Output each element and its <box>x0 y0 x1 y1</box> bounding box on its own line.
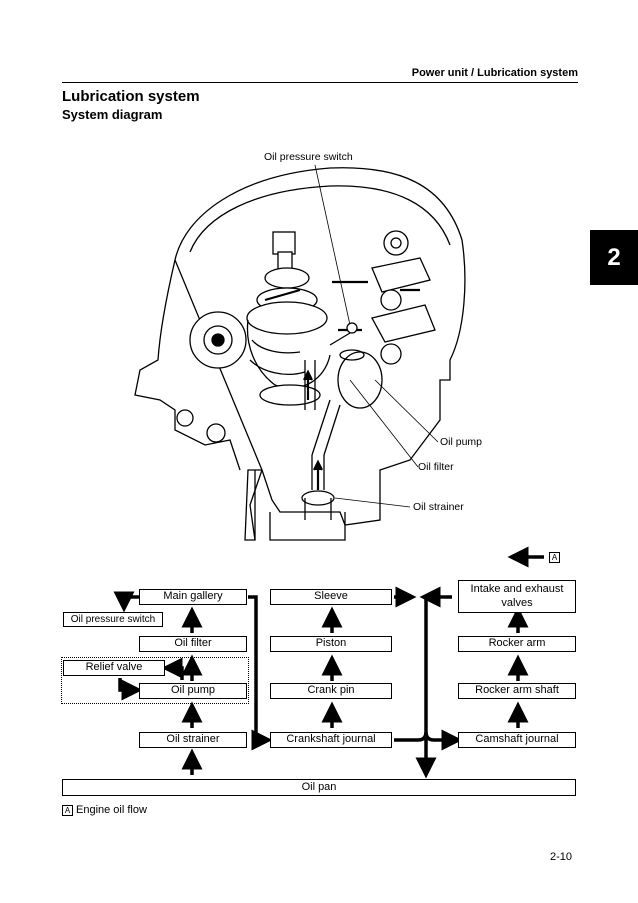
box-oil-strainer: Oil strainer <box>139 732 247 748</box>
box-intake-exhaust-valves: Intake and exhaust valves <box>458 580 576 613</box>
leader-oil-pump <box>374 379 439 443</box>
oil-pump-body <box>337 351 383 409</box>
box-rocker-arm-shaft: Rocker arm shaft <box>458 683 576 699</box>
box-oil-pump: Oil pump <box>139 683 247 699</box>
section-title: Lubrication system <box>62 88 200 105</box>
box-oil-filter: Oil filter <box>139 636 247 652</box>
leader-oil-pressure-switch <box>314 164 351 326</box>
oil-strainer-body <box>301 490 335 506</box>
section-subtitle: System diagram <box>62 107 163 122</box>
box-oil-pan: Oil pan <box>62 779 576 796</box>
footnote-marker: A <box>62 805 73 816</box>
label-oil-filter: Oil filter <box>418 461 454 473</box>
footnote-text: Engine oil flow <box>76 804 147 816</box>
box-main-gallery: Main gallery <box>139 589 247 605</box>
engine-cowling <box>174 167 466 541</box>
box-oil-pressure-switch: Oil pressure switch <box>63 612 163 627</box>
box-camshaft-journal: Camshaft journal <box>458 732 576 748</box>
box-relief-valve: Relief valve <box>63 660 165 676</box>
cam-pulley-top <box>383 230 409 256</box>
page-number: 2-10 <box>550 851 573 863</box>
box-piston: Piston <box>270 636 392 652</box>
label-oil-pressure-switch: Oil pressure switch <box>264 151 353 163</box>
leader-oil-strainer <box>334 497 411 508</box>
box-rocker-arm: Rocker arm <box>458 636 576 652</box>
chapter-tab: 2 <box>590 230 638 285</box>
box-crankshaft-journal: Crankshaft journal <box>270 732 392 748</box>
box-crank-pin: Crank pin <box>270 683 392 699</box>
relief-group-outline <box>61 657 249 704</box>
label-oil-strainer: Oil strainer <box>413 501 464 513</box>
leader-oil-filter <box>349 379 419 468</box>
legend-marker: A <box>549 552 560 563</box>
label-oil-pump: Oil pump <box>440 436 483 448</box>
box-sleeve: Sleeve <box>270 589 392 605</box>
header-title: Power unit / Lubrication system <box>411 67 578 79</box>
header-rule <box>62 82 578 83</box>
